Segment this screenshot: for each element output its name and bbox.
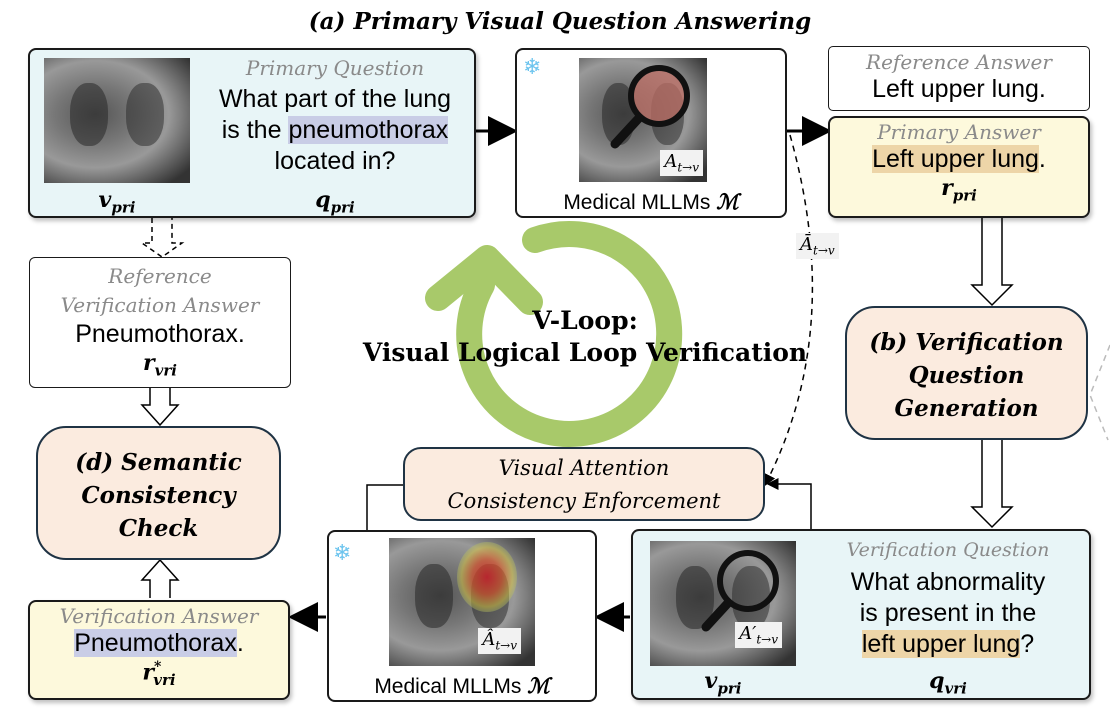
semantic-consistency-check-module: (d) Semantic Consistency Check xyxy=(36,426,281,560)
title-text: Primary Visual Question Answering xyxy=(353,8,812,35)
scc-title: (d) Semantic Consistency Check xyxy=(75,449,242,542)
verification-attention-label: A′t→v xyxy=(735,622,782,648)
medical-mllm-top-box: ❄ At→v Medical MLLMs ℳ xyxy=(515,48,787,218)
attention-bar-label: Āt→v xyxy=(796,233,839,259)
verification-answer-box: Verification Answer Pneumothorax. r*vri xyxy=(28,600,290,700)
chest-xray-image xyxy=(44,58,190,183)
reference-answer-label: Reference Answer xyxy=(866,50,1052,74)
highlight-pneumothorax: pneumothorax xyxy=(288,116,449,144)
hollow-arrow-to-semantic xyxy=(140,388,180,427)
attention-map-label: At→v xyxy=(660,150,703,176)
faint-dashed-edge xyxy=(1089,344,1110,441)
vq-line2: is present in the xyxy=(859,599,1037,627)
mllm-top-label: Medical MLLMs ℳ xyxy=(563,189,739,214)
chest-xray-verification-image: A′t→v xyxy=(650,541,796,666)
verification-answer-text: Pneumothorax. xyxy=(74,629,244,657)
verification-answer-variable: r*vri xyxy=(142,659,176,689)
ref-verif-label-line1: Reference xyxy=(108,264,212,288)
primary-answer-box: Primary Answer Left upper lung. rpri xyxy=(828,116,1090,218)
title-prefix: (a) xyxy=(308,8,354,35)
ref-verif-label-line2: Verification Answer xyxy=(60,293,260,317)
vq-line3: left upper lung? xyxy=(861,630,1035,658)
loop-arrow-icon xyxy=(425,220,683,447)
mllm-bottom-label: Medical MLLMs ℳ xyxy=(374,673,550,698)
verification-question-box: A′t→v vpri Verification Question What ab… xyxy=(631,529,1091,700)
primary-question-label: Primary Question xyxy=(245,56,425,80)
verification-image-variable: vpri xyxy=(704,668,742,698)
primary-answer-text: Left upper lung. xyxy=(872,145,1046,173)
attention-heatmap xyxy=(457,542,517,612)
image-variable: vpri xyxy=(98,187,136,217)
verification-question-text: What abnormality is present in the left … xyxy=(813,567,1083,660)
reference-answer-text: Left upper lung. xyxy=(872,75,1046,103)
hollow-arrow-to-vqg xyxy=(970,218,1014,307)
v-loop-line2: Visual Logical Loop Verification xyxy=(362,338,808,367)
verification-question-generation-module: (b) Verification Question Generation xyxy=(845,306,1088,440)
reference-verification-answer-box: Reference Verification Answer Pneumothor… xyxy=(29,257,291,388)
chest-xray-heatmap-image: Ât→v xyxy=(389,538,535,666)
vace-line2: Consistency Enforcement xyxy=(447,489,721,513)
attention-consistency-enforcement-module: Visual Attention Consistency Enforcement xyxy=(403,447,765,521)
pq-line3: located in? xyxy=(274,147,396,175)
ref-verif-text: Pneumothorax. xyxy=(75,320,245,348)
vace-line1: Visual Attention xyxy=(498,456,670,480)
verification-question-variable: qvri xyxy=(929,668,967,698)
primary-question-box: vpri Primary Question What part of the l… xyxy=(28,48,476,218)
verification-answer-label: Verification Answer xyxy=(59,604,259,628)
verification-question-label: Verification Question xyxy=(846,539,1050,561)
attention-dashed-curve xyxy=(764,134,814,487)
primary-answer-label: Primary Answer xyxy=(877,120,1041,144)
pq-line1: What part of the lung xyxy=(218,85,452,113)
highlight-left-upper-lung: Left upper lung xyxy=(872,145,1039,173)
v-loop-title: V-Loop: Visual Logical Loop Verification xyxy=(345,305,825,369)
chest-xray-attention-image: At→v xyxy=(579,58,707,182)
hollow-arrow-to-vq xyxy=(970,440,1014,529)
vq-line1: What abnormality xyxy=(850,568,1046,596)
primary-question-text: What part of the lung is the pneumothora… xyxy=(195,84,475,177)
refined-attention-label: Ât→v xyxy=(478,628,521,654)
snowflake-icon: ❄ xyxy=(523,54,542,79)
primary-answer-variable: rpri xyxy=(941,175,977,205)
magnifier-icon xyxy=(610,65,690,149)
magnifier-icon xyxy=(701,550,779,632)
question-variable: qpri xyxy=(315,187,355,217)
reference-answer-box: Reference Answer Left upper lung. xyxy=(828,46,1090,111)
hollow-arrow-up-to-semantic xyxy=(140,558,180,598)
highlight-pneumothorax-answer: Pneumothorax xyxy=(74,629,237,657)
dashed-hollow-arrow xyxy=(139,218,185,258)
highlight-left-upper-lung-question: left upper lung xyxy=(861,630,1021,658)
v-loop-line1: V-Loop: xyxy=(532,306,638,335)
snowflake-icon: ❄ xyxy=(333,540,352,565)
ref-verif-variable: rvri xyxy=(143,350,177,380)
vqg-title: (b) Verification Question Generation xyxy=(869,329,1064,422)
pq-line2: is the pneumothorax xyxy=(221,116,449,144)
medical-mllm-bottom-box: ❄ Ât→v Medical MLLMs ℳ xyxy=(327,530,597,702)
diagram-title: (a) Primary Visual Question Answering xyxy=(300,8,820,35)
